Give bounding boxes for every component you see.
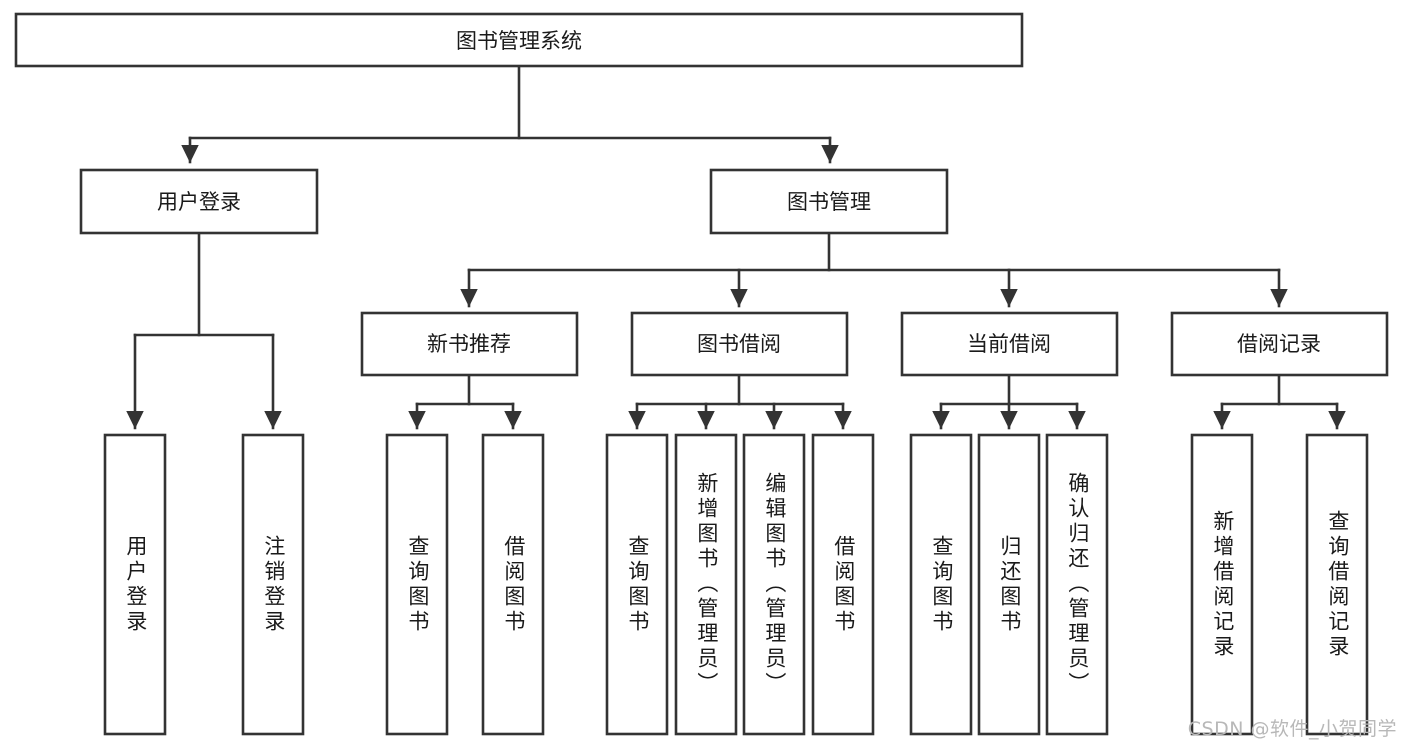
node-user-login[interactable]: 用户登录 [79,168,319,235]
node-leaf-query-book-2-box[interactable] [605,433,669,736]
connectors-group [126,64,1346,430]
node-root-box[interactable] [14,12,1024,68]
node-leaf-return-book-box[interactable] [977,433,1041,736]
node-leaf-query-book-3-box[interactable] [909,433,973,736]
node-root-label: 图书管理系统 [456,29,582,53]
watermark-text: CSDN @软件_小贺同学 [1187,718,1397,740]
node-leaf-user-login-box[interactable] [103,433,167,736]
node-book-management-box[interactable] [709,168,949,235]
node-leaf-add-book-box[interactable] [674,433,738,736]
node-leaf-edit-book-box[interactable] [742,433,806,736]
node-leaf-user-logout-box[interactable] [241,433,305,736]
node-user-login-label: 用户登录 [157,190,241,214]
node-root[interactable]: 图书管理系统 [14,12,1024,68]
node-book-borrow[interactable]: 图书借阅 [630,311,849,377]
node-borrow-record-label: 借阅记录 [1237,332,1321,356]
node-new-book-recommend-box[interactable] [360,311,579,377]
node-borrow-record-box[interactable] [1170,311,1389,377]
node-new-book-recommend[interactable]: 新书推荐 [360,311,579,377]
node-current-borrow-label: 当前借阅 [967,332,1051,356]
node-new-book-recommend-label: 新书推荐 [427,332,511,356]
leaf-boxes-group [103,433,1369,736]
node-current-borrow[interactable]: 当前借阅 [900,311,1119,377]
node-user-login-box[interactable] [79,168,319,235]
node-book-borrow-label: 图书借阅 [697,332,781,356]
node-leaf-query-book-1-box[interactable] [385,433,449,736]
node-borrow-record[interactable]: 借阅记录 [1170,311,1389,377]
node-leaf-confirm-return-box[interactable] [1045,433,1109,736]
node-leaf-borrow-book-2-box[interactable] [811,433,875,736]
node-leaf-borrow-book-1-box[interactable] [481,433,545,736]
node-leaf-query-record-box[interactable] [1305,433,1369,736]
node-book-management[interactable]: 图书管理 [709,168,949,235]
node-book-management-label: 图书管理 [787,190,871,214]
node-book-borrow-box[interactable] [630,311,849,377]
node-current-borrow-box[interactable] [900,311,1119,377]
node-leaf-add-record-box[interactable] [1190,433,1254,736]
